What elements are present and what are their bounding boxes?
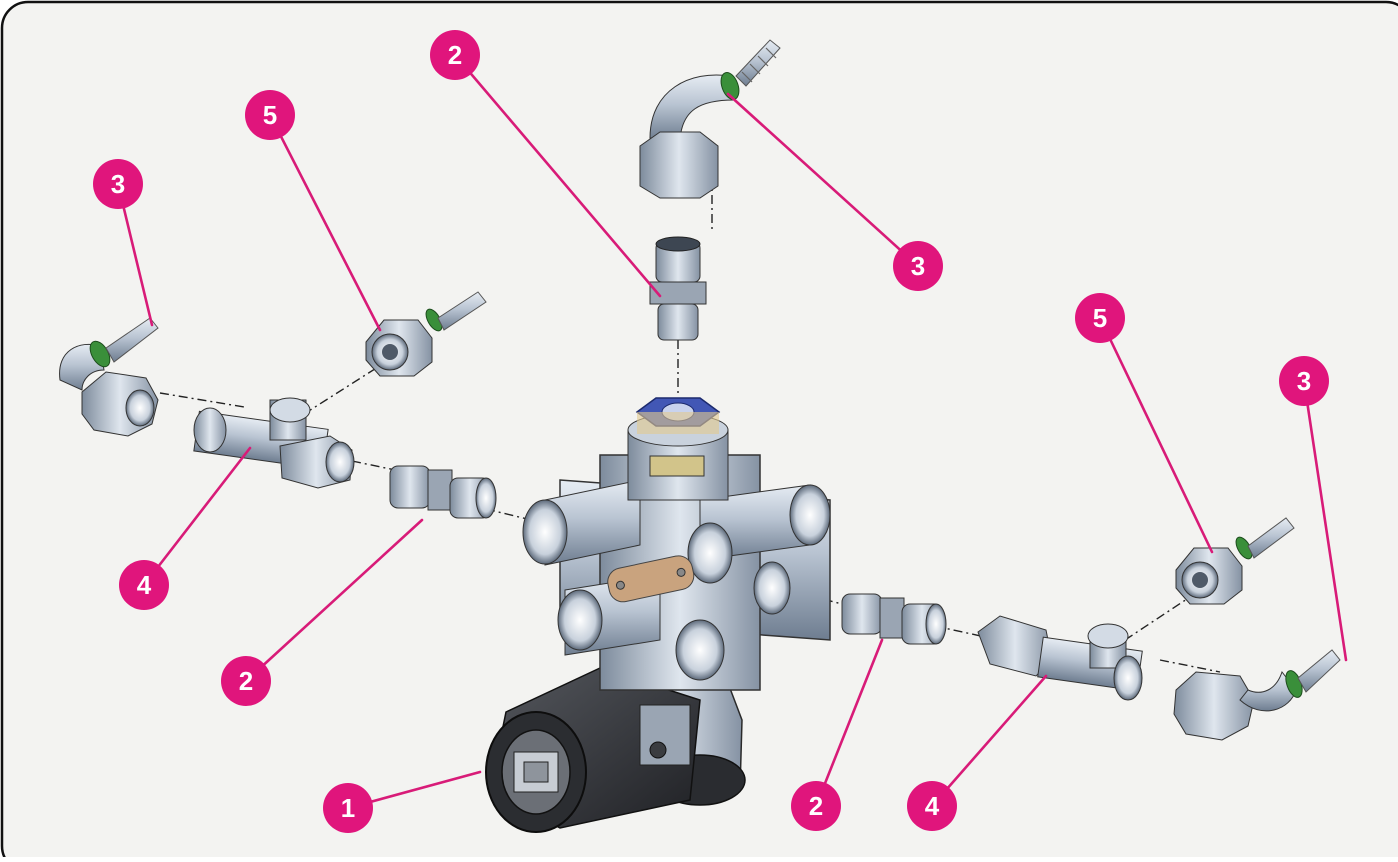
- leader-lines: [116, 53, 1348, 810]
- svg-text:3: 3: [911, 251, 925, 281]
- callout-1: 1: [323, 783, 373, 833]
- callout-4-right: 4: [907, 781, 957, 831]
- callouts: 1 2 2 2 3 3 3 4 4 5 5: [93, 30, 1329, 833]
- callout-3-top: 3: [893, 241, 943, 291]
- leader-5-left: [268, 113, 382, 332]
- svg-text:3: 3: [1297, 366, 1311, 396]
- tee-fitting-right: [977, 615, 1143, 701]
- svg-text:4: 4: [925, 791, 940, 821]
- valve-body: [522, 397, 831, 691]
- tee-fitting-left: [193, 397, 355, 489]
- adapter-top: [649, 236, 707, 341]
- svg-text:2: 2: [239, 666, 253, 696]
- leader-2-top: [453, 53, 662, 298]
- callout-2-top: 2: [430, 30, 480, 80]
- callout-3-right: 3: [1279, 356, 1329, 406]
- callout-5-left: 5: [245, 90, 295, 140]
- elbow-fitting-right: [1173, 649, 1341, 741]
- svg-text:4: 4: [137, 570, 152, 600]
- callout-2-left: 2: [221, 656, 271, 706]
- hose-fitting-right: [1175, 517, 1295, 605]
- leader-4-right: [930, 674, 1048, 808]
- hose-fitting-left: [365, 291, 487, 377]
- leader-5-right: [1098, 316, 1214, 554]
- svg-text:5: 5: [1093, 303, 1107, 333]
- leader-3-right: [1302, 379, 1348, 662]
- callout-3-left: 3: [93, 159, 143, 209]
- leader-3-top: [726, 92, 920, 268]
- callout-2-right: 2: [791, 781, 841, 831]
- elbow-fitting-left: [59, 317, 159, 437]
- leader-4-left: [142, 446, 252, 587]
- svg-text:1: 1: [341, 793, 355, 823]
- adapter-left: [389, 465, 497, 519]
- elbow-fitting-top: [639, 39, 781, 199]
- callout-5-right: 5: [1075, 293, 1125, 343]
- callout-4-left: 4: [119, 560, 169, 610]
- leader-2-left: [244, 518, 424, 683]
- leader-2-right: [814, 638, 884, 808]
- svg-text:3: 3: [111, 169, 125, 199]
- svg-text:2: 2: [448, 40, 462, 70]
- svg-text:2: 2: [809, 791, 823, 821]
- actuator-part: [485, 661, 746, 833]
- adapter-right: [841, 593, 947, 645]
- svg-text:5: 5: [263, 100, 277, 130]
